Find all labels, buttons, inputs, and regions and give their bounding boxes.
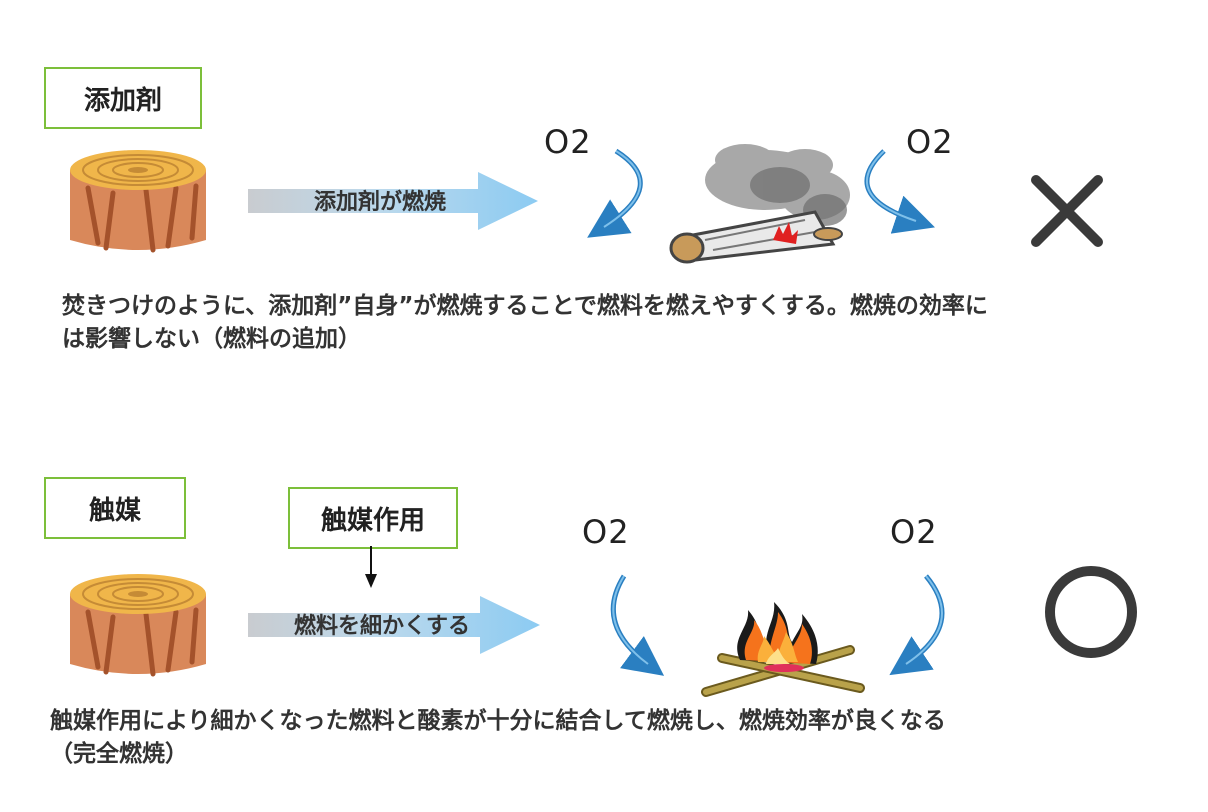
o2-label-right-2: O2 [890, 513, 938, 551]
o2-curve-arrow-left-2 [610, 574, 665, 676]
additive-description-line1: 焚きつけのように、添加剤”自身”が燃焼することで燃料を燃えやすくする。燃焼の効率… [62, 293, 988, 319]
wood-log-icon [70, 150, 206, 253]
o2-label-left: O2 [544, 123, 592, 161]
catalyst-arrow-text: 燃料を細かくする [293, 614, 470, 639]
catalyst-label: 触媒 [44, 477, 186, 539]
o2-curve-arrow-right [864, 149, 935, 234]
o2-label-right: O2 [906, 123, 954, 161]
catalyst-description-line2: （完全燃焼） [50, 741, 188, 767]
smoking-log-icon [669, 144, 850, 264]
catalyst-flow-arrow [248, 596, 540, 654]
additive-label: 添加剤 [44, 67, 202, 129]
catalyst-action-box: 触媒作用 [288, 487, 458, 549]
o2-curve-arrow-right-2 [889, 574, 945, 676]
cross-mark-icon [1031, 175, 1103, 247]
wood-log-icon-2 [70, 574, 206, 677]
o2-curve-arrow-left [587, 148, 643, 238]
down-arrow-icon [365, 546, 377, 588]
catalyst-description-line1: 触媒作用により細かくなった燃料と酸素が十分に結合して燃焼し、燃焼効率が良くなる [50, 708, 946, 734]
additive-arrow-text: 添加剤が燃焼 [313, 190, 446, 215]
o2-label-left-2: O2 [582, 513, 630, 551]
campfire-icon [701, 602, 865, 697]
additive-description-line2: は影響しない（燃料の追加） [62, 326, 361, 352]
additive-flow-arrow [248, 172, 538, 230]
circle-mark-icon [1045, 566, 1137, 658]
